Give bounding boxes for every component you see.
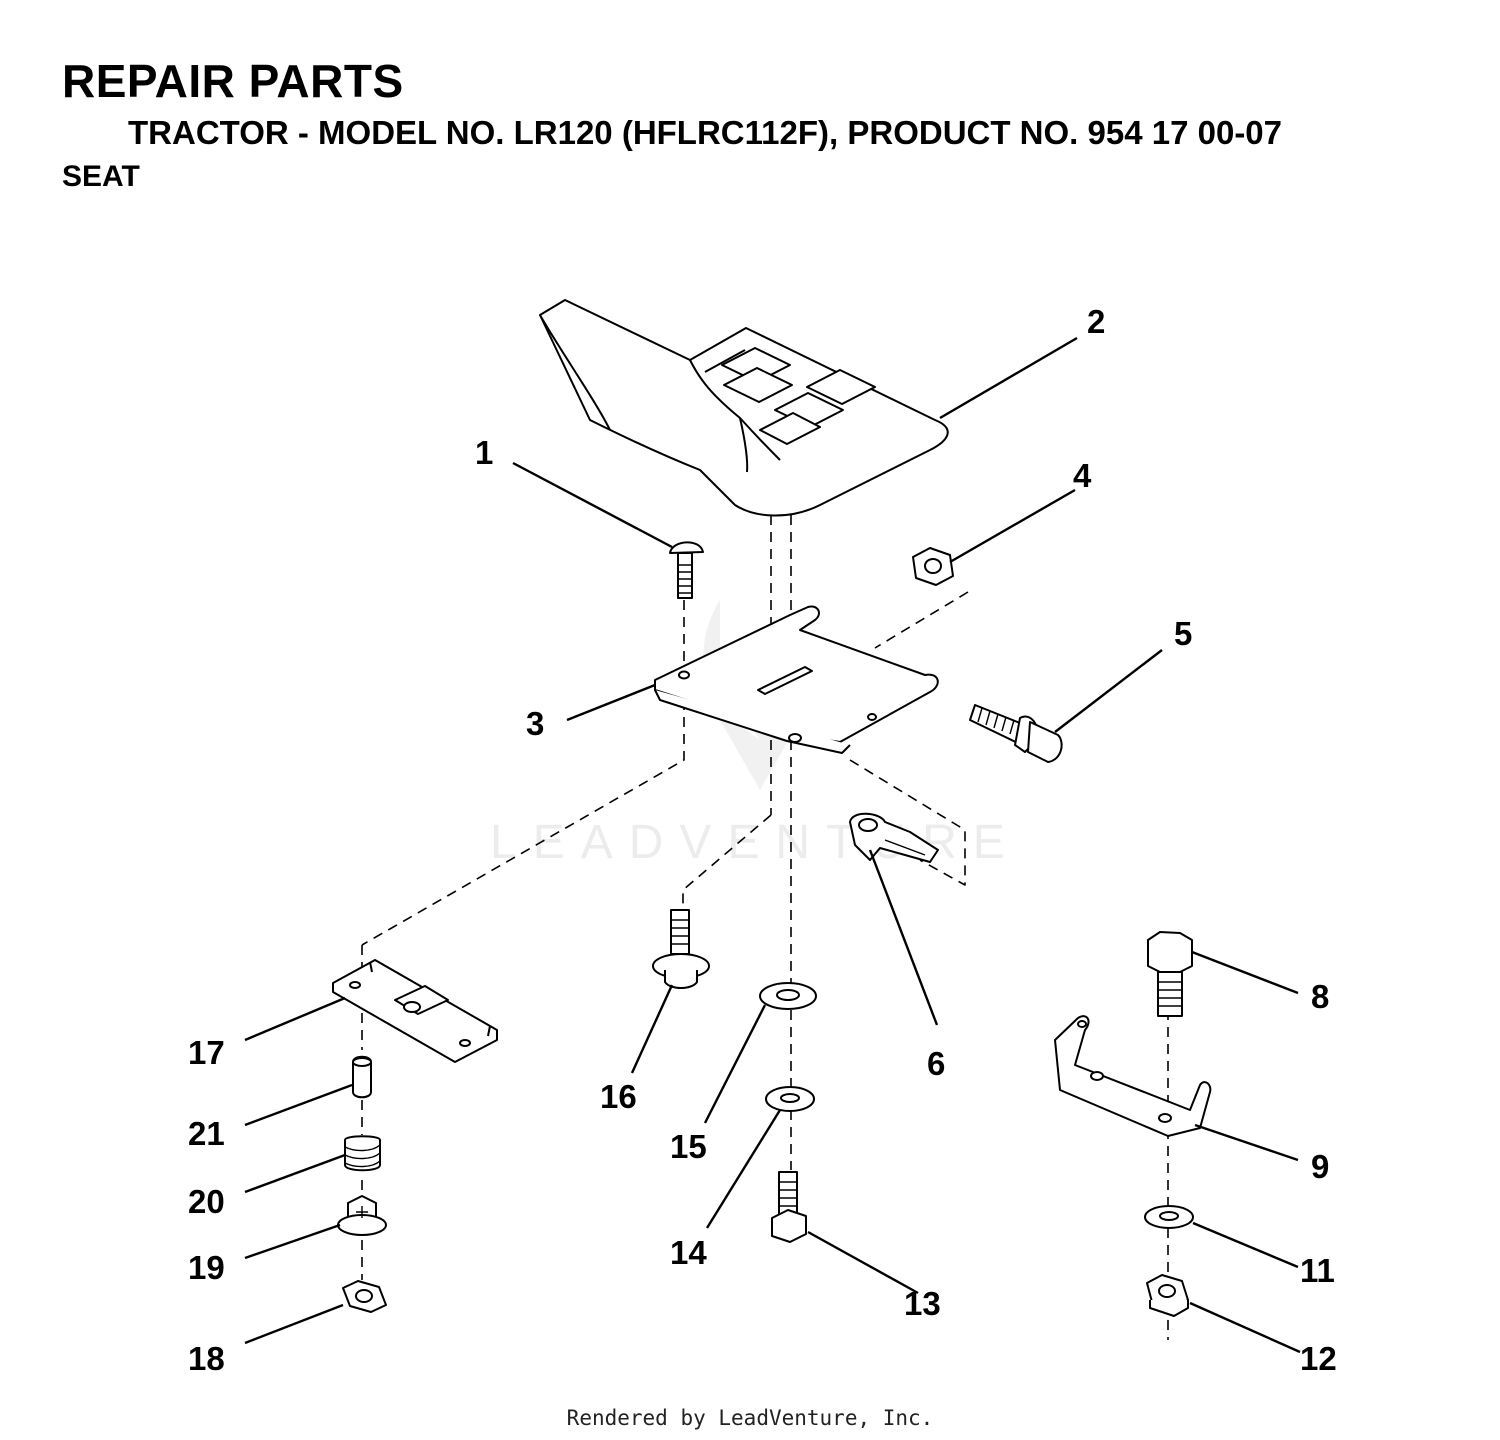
callout-12: 12 bbox=[1300, 1340, 1337, 1377]
callout-21: 21 bbox=[188, 1115, 225, 1152]
callout-6: 6 bbox=[927, 1045, 945, 1082]
callout-3: 3 bbox=[526, 705, 544, 742]
knob-part bbox=[337, 1195, 387, 1236]
hex-nut-part bbox=[912, 547, 954, 586]
section-title: SEAT bbox=[62, 160, 140, 193]
hex-bolt-part bbox=[771, 1171, 807, 1243]
flange-bolt-part bbox=[652, 909, 710, 989]
seat-part bbox=[539, 299, 949, 517]
callout-2: 2 bbox=[1087, 303, 1105, 340]
washer-part bbox=[1144, 1205, 1194, 1229]
cap-screw-part bbox=[1147, 931, 1193, 1017]
flat-washer-part bbox=[759, 982, 817, 1010]
footer-credit: Rendered by LeadVenture, Inc. bbox=[566, 1406, 934, 1430]
callout-13: 13 bbox=[904, 1285, 941, 1322]
callout-16: 16 bbox=[600, 1078, 637, 1115]
clip-part bbox=[849, 812, 939, 863]
callout-15: 15 bbox=[670, 1128, 707, 1165]
lock-washer-part bbox=[765, 1086, 815, 1112]
carriage-bolt-part bbox=[669, 541, 704, 599]
lock-nut-part bbox=[1146, 1274, 1189, 1317]
shoulder-bolt-part bbox=[969, 704, 1063, 763]
model-subtitle: TRACTOR - MODEL NO. LR120 (HFLRC112F), P… bbox=[128, 114, 1283, 151]
slide-bracket-part bbox=[332, 959, 498, 1063]
alignment-lines bbox=[361, 515, 1169, 1340]
callout-20: 20 bbox=[188, 1183, 225, 1220]
seat-plate-part bbox=[654, 605, 939, 754]
callout-9: 9 bbox=[1311, 1148, 1329, 1185]
callout-11: 11 bbox=[1300, 1252, 1335, 1289]
leader-lines bbox=[244, 336, 1301, 1354]
page-title: REPAIR PARTS bbox=[62, 55, 404, 107]
watermark-text: LEADVENTURE bbox=[490, 816, 1021, 869]
mounting-bracket-part bbox=[1054, 1015, 1212, 1137]
pin-part bbox=[352, 1055, 372, 1099]
callout-8: 8 bbox=[1311, 978, 1329, 1015]
callout-5: 5 bbox=[1174, 615, 1192, 652]
callout-4: 4 bbox=[1073, 457, 1092, 494]
spring-part bbox=[344, 1135, 381, 1172]
callout-labels: 1 2 3 4 5 6 8 9 11 12 13 14 15 16 17 18 … bbox=[188, 303, 1337, 1377]
callout-18: 18 bbox=[188, 1340, 225, 1377]
callout-19: 19 bbox=[188, 1249, 225, 1286]
callout-17: 17 bbox=[188, 1034, 225, 1071]
flange-nut-part bbox=[342, 1280, 387, 1313]
callout-14: 14 bbox=[670, 1234, 707, 1271]
callout-1: 1 bbox=[475, 434, 493, 471]
